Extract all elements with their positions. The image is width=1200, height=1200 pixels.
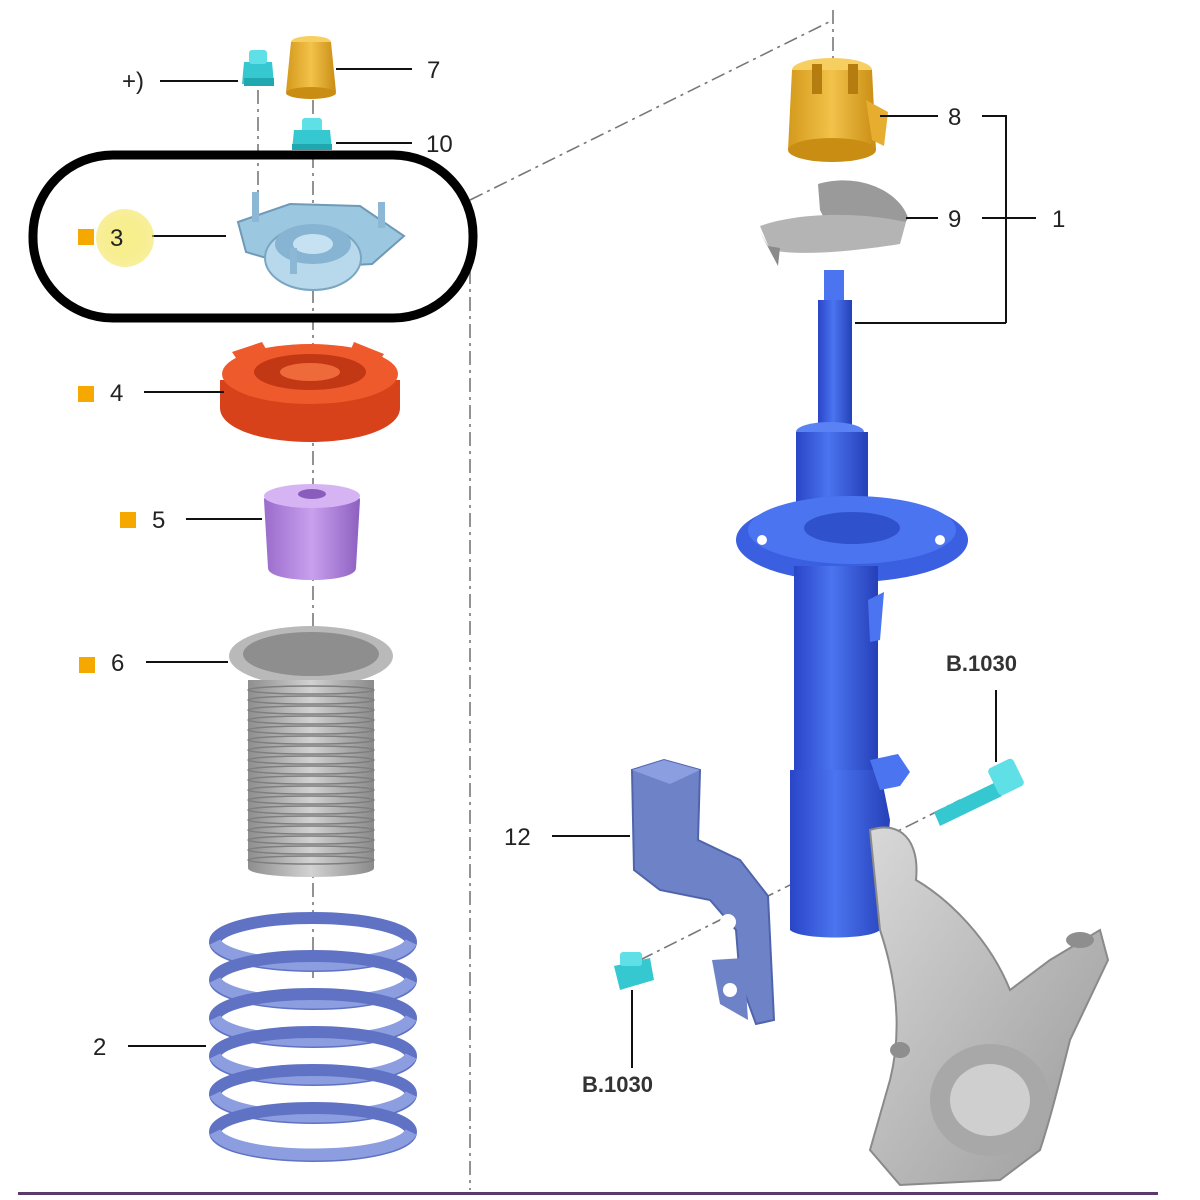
b1030-bolt (934, 758, 1024, 826)
dust-boot-ring (247, 845, 375, 855)
callout-1: 1 (1052, 206, 1065, 233)
coil-spring-turn-front (209, 1052, 417, 1085)
dust-boot-ring (247, 725, 375, 735)
callout-9: 9 (948, 206, 961, 233)
part-2-coil-spring (209, 912, 417, 1162)
callout-12: 12 (504, 824, 531, 851)
dust-boot-ring (247, 755, 375, 765)
dust-boot-ring (247, 745, 375, 755)
part-10-cyan-nut (292, 118, 332, 150)
callout-2: 2 (93, 1034, 106, 1061)
dust-boot-rings (247, 685, 375, 865)
part-3-top-mount (236, 192, 406, 291)
dust-boot-ring (247, 815, 375, 825)
callout-6: 6 (111, 650, 124, 677)
dust-boot-ring (247, 715, 375, 725)
small-cyan-nut-part (242, 50, 274, 86)
callout-8: 8 (948, 104, 961, 131)
coil-spring-turn-front (209, 1014, 417, 1047)
dust-boot-ring (247, 775, 375, 785)
part-6-marker (79, 657, 95, 673)
dust-boot-ring (247, 765, 375, 775)
dust-boot-ring (247, 835, 375, 845)
bottom-rule (18, 1192, 1158, 1195)
callout-4: 4 (110, 380, 123, 407)
dust-boot-ring (247, 695, 375, 705)
part-3-marker (78, 229, 94, 245)
leader-lines (128, 68, 1036, 1068)
part-9-grey-seat (760, 180, 908, 266)
part-7-yellow-cap (286, 36, 336, 99)
part-4-marker (78, 386, 94, 402)
coil-spring-turn-front (209, 976, 417, 1009)
part-6-dust-boot (229, 626, 393, 877)
dust-boot-ring (247, 855, 375, 865)
b1030-nut (614, 952, 654, 990)
part-3-highlight-ring (28, 150, 478, 323)
callout-b1030-top: B.1030 (946, 651, 1017, 676)
callout-b1030-bottom: B.1030 (582, 1072, 653, 1097)
dust-boot-ring (247, 795, 375, 805)
dust-boot-ring (247, 825, 375, 835)
part-5-marker (120, 512, 136, 528)
dust-boot-ring (247, 685, 375, 695)
steering-knuckle (868, 826, 1110, 1187)
callout-3: 3 (110, 225, 123, 252)
callout-10: 10 (426, 131, 453, 158)
callout-7: 7 (427, 57, 440, 84)
coil-spring-turn-front (209, 1128, 417, 1161)
dust-boot-ring (247, 705, 375, 715)
callout-plus: +) (122, 68, 144, 95)
part-3-highlight-dot (96, 209, 154, 267)
dust-boot-ring (247, 735, 375, 745)
coil-spring-turn-front (209, 938, 417, 971)
part-1-strut-assembly (736, 270, 968, 938)
dust-boot-ring (247, 785, 375, 795)
coil-spring-turn-front (209, 1090, 417, 1123)
part-12-bracket (630, 758, 776, 1026)
part-4-spring-seat (220, 342, 400, 442)
part-8-yellow-sleeve (788, 58, 888, 162)
dust-boot-ring (247, 805, 375, 815)
part-5-bump-stop (264, 484, 360, 580)
callout-5: 5 (152, 507, 165, 534)
